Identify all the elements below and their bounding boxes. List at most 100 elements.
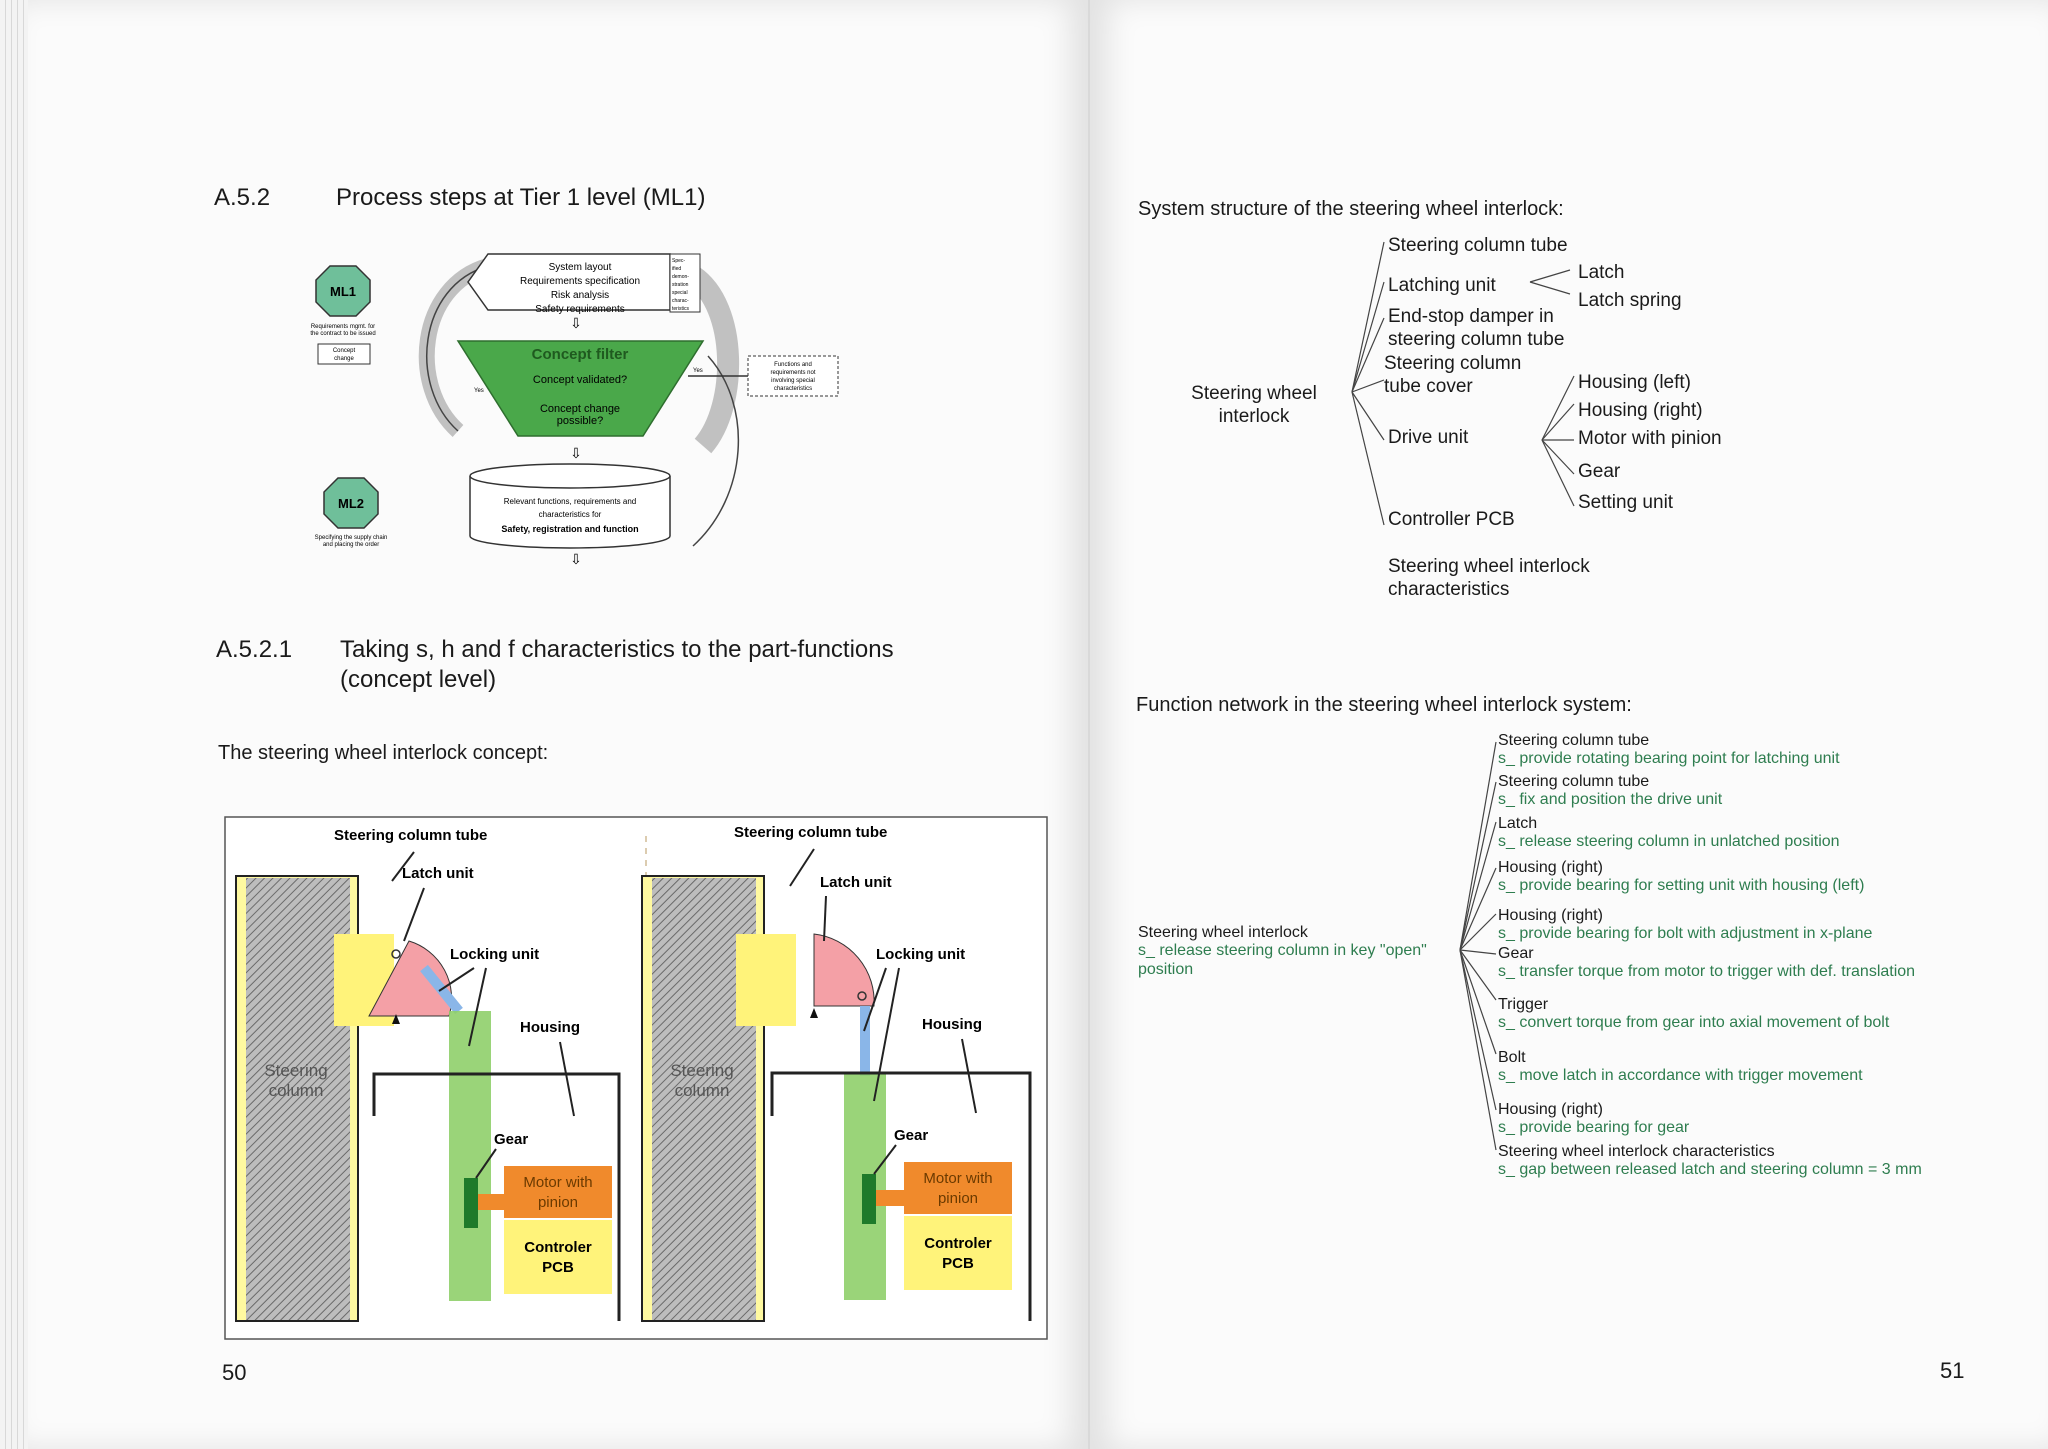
function-item: Bolt s_ move latch in accordance with tr… — [1498, 1049, 1863, 1086]
column-label-2-right: column — [675, 1081, 730, 1100]
interlock-concept-figure: Steering column Motor with pinion Contro… — [224, 816, 1048, 1340]
cylinder-top — [469, 463, 671, 489]
yes-left: Yes — [474, 388, 484, 394]
function-text: s_ convert torque from gear into axial m… — [1498, 1014, 1890, 1032]
latch-stop-left — [392, 1014, 400, 1024]
gear-right — [862, 1174, 876, 1224]
network-tree-lines — [1459, 741, 1497, 1151]
loop-arrow-left-outline — [426, 265, 489, 432]
motor-2-left: pinion — [538, 1194, 578, 1211]
network-root-fn-2: position — [1138, 960, 1194, 978]
loop-arrow-right — [686, 266, 740, 454]
gear-label-right: Gear — [894, 1127, 928, 1144]
ml1-caption-2: the contract to be issued — [310, 331, 375, 337]
function-item: Housing (right) s_ provide bearing for s… — [1498, 859, 1864, 896]
concept-filter-funnel — [456, 340, 705, 437]
function-text: s_ provide rotating bearing point for la… — [1498, 750, 1840, 768]
node-motor-with-pinion: Motor with pinion — [1578, 428, 1722, 449]
filter-title: Concept filter — [532, 346, 629, 363]
side-tab-7: teristics — [672, 306, 689, 312]
side-tab-1: Spec- — [672, 258, 685, 264]
dashed-line-2: requirements not — [770, 370, 815, 376]
box-line-2: Requirements specification — [520, 276, 640, 287]
function-name: Steering wheel interlock characteristics — [1498, 1143, 1775, 1160]
right-page-number: 51 — [1940, 1358, 1965, 1383]
ml1-label: ML1 — [330, 284, 356, 299]
gear-label-left: Gear — [494, 1131, 528, 1148]
function-text: s_ provide bearing for gear — [1498, 1119, 1690, 1137]
left-page-number: 50 — [222, 1360, 247, 1385]
locking-leader-right-b — [873, 967, 900, 1102]
function-name: Steering column tube — [1498, 773, 1650, 790]
side-tab-5: special — [672, 290, 688, 296]
column-label-2-left: column — [269, 1081, 324, 1100]
tube-label-left: Steering column tube — [334, 827, 487, 844]
node-end-stop-damper-1: End-stop damper in — [1388, 306, 1554, 327]
side-tab — [669, 253, 701, 313]
dashed-line-4: characteristics — [774, 386, 812, 392]
latch-leader-left — [403, 887, 425, 942]
housing-label-left: Housing — [520, 1019, 580, 1036]
node-latch: Latch — [1578, 262, 1625, 283]
side-tab-4: stration — [672, 282, 689, 288]
function-item: Latch s_ release steering column in unla… — [1498, 815, 1840, 852]
input-box — [467, 253, 671, 311]
root-line-2: interlock — [1218, 405, 1290, 427]
function-item: Steering wheel interlock characteristics… — [1498, 1143, 1922, 1180]
latch-bracket-right — [736, 934, 796, 1026]
pcb-2-left: PCB — [542, 1259, 574, 1276]
process-flow-diagram: ML1 Requirements mgmt. for the contract … — [310, 253, 839, 567]
pcb-1-left: Controler — [524, 1239, 592, 1256]
side-tab-2: ified — [672, 266, 681, 272]
section-title: Process steps at Tier 1 level (ML1) — [336, 184, 706, 211]
function-text: s_ transfer torque from motor to trigger… — [1498, 963, 1916, 981]
function-item: Housing (right) s_ provide bearing for b… — [1498, 907, 1872, 944]
node-setting-unit: Setting unit — [1578, 492, 1674, 513]
node-housing-left: Housing (left) — [1578, 372, 1691, 393]
latch-unit-label-right: Latch unit — [820, 874, 892, 891]
cylinder-line-1: Relevant functions, requirements and — [504, 497, 637, 506]
section-number: A.5.2 — [214, 184, 271, 211]
cylinder-body — [469, 476, 671, 549]
function-name: Bolt — [1498, 1049, 1526, 1066]
function-item: Housing (right) s_ provide bearing for g… — [1498, 1101, 1689, 1138]
node-controller-pcb: Controller PCB — [1388, 509, 1515, 530]
function-item: Steering column tube s_ fix and position… — [1498, 773, 1722, 810]
concept-caption: The steering wheel interlock concept: — [218, 742, 549, 764]
ml2-caption-1: Specifying the supply chain — [315, 535, 388, 541]
right-page: System structure of the steering wheel i… — [1090, 0, 2048, 1449]
variant-latched: Steering column Motor with pinion Contro… — [235, 827, 621, 1322]
node-end-stop-damper-2: steering column tube — [1388, 329, 1565, 350]
bolt-right — [860, 1006, 870, 1076]
down-arrow-3: ⇩ — [570, 551, 582, 567]
ml2-caption-2: and placing the order — [323, 542, 379, 548]
side-tab-3: demon- — [672, 274, 689, 280]
structure-tree-lines — [1351, 241, 1575, 526]
concept-change-box — [317, 343, 371, 365]
locking-unit-left — [449, 1011, 491, 1301]
gear-leader-right — [873, 1144, 897, 1175]
network-root: Steering wheel interlock s_ release stee… — [1138, 924, 1427, 979]
gear-leader-left — [475, 1148, 497, 1179]
down-arrow-1: ⇩ — [570, 315, 582, 331]
root-line-1: Steering wheel — [1191, 383, 1317, 404]
function-name: Housing (right) — [1498, 907, 1603, 924]
motor-left — [504, 1166, 612, 1218]
pinion-right — [876, 1190, 906, 1206]
locking-leader-left-a — [438, 967, 475, 992]
function-item: Gear s_ transfer torque from motor to tr… — [1498, 945, 1915, 982]
motor-1-left: Motor with — [523, 1174, 592, 1191]
function-text: s_ provide bearing for setting unit with… — [1498, 877, 1865, 895]
latch-stop-right — [810, 1008, 818, 1018]
function-text: s_ provide bearing for bolt with adjustm… — [1498, 925, 1873, 943]
cylinder-line-3: Safety, registration and function — [501, 524, 638, 534]
ml1-octagon — [315, 265, 371, 317]
function-text: s_ release steering column in unlatched … — [1498, 833, 1840, 851]
variant-released: Steering column Motor with pinion Contro… — [641, 824, 1032, 1322]
node-tube-cover-2: tube cover — [1384, 376, 1473, 397]
filter-q2-2: possible? — [557, 415, 603, 427]
locking-leader-right-a — [863, 967, 887, 1032]
network-root-fn-1: s_ release steering column in key "open" — [1138, 942, 1427, 960]
cylinder-line-2: characteristics for — [539, 510, 602, 519]
